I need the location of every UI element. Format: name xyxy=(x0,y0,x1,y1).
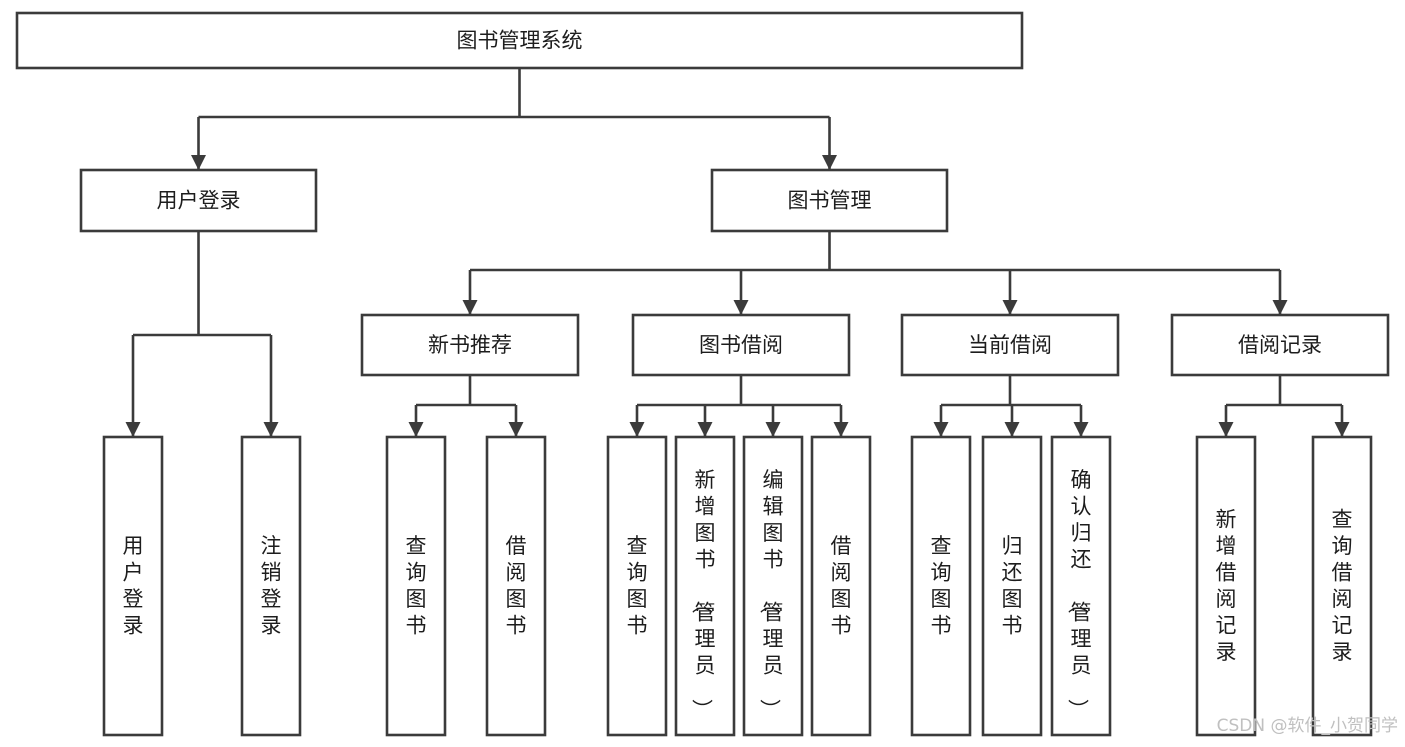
node-box-book-management[interactable] xyxy=(710,168,949,233)
node-edit-book-admin[interactable]: 编辑图书（管理员） xyxy=(742,435,804,737)
arrow-head-icon xyxy=(1334,422,1350,437)
node-root[interactable]: 图书管理系统 xyxy=(15,11,1024,70)
arrow-head-icon xyxy=(408,422,424,437)
node-label-add-borrow-record: 新增借阅记录 xyxy=(1216,508,1237,665)
arrow-head-icon xyxy=(1272,300,1288,315)
arrow-head-icon xyxy=(833,422,849,437)
node-label-current-borrow: 当前借阅 xyxy=(968,333,1052,357)
arrow-head-icon xyxy=(508,422,524,437)
node-box-edit-book-admin[interactable] xyxy=(742,435,804,737)
arrow-head-icon xyxy=(263,422,279,437)
node-label-return-book: 归还图书 xyxy=(1002,534,1023,638)
node-label-query-book-3: 查询图书 xyxy=(931,534,952,638)
node-box-add-book-admin[interactable] xyxy=(674,435,736,737)
arrow-head-icon xyxy=(1218,422,1234,437)
node-label-borrow-book-2: 借阅图书 xyxy=(831,534,852,638)
node-label-query-book-1: 查询图书 xyxy=(406,534,427,638)
arrow-head-icon xyxy=(125,422,141,437)
node-user-logout[interactable]: 注销登录 xyxy=(240,435,302,737)
node-box-user-login-do[interactable] xyxy=(102,435,164,737)
node-box-user-logout[interactable] xyxy=(240,435,302,737)
node-label-user-logout: 注销登录 xyxy=(261,534,282,638)
node-label-query-book-2: 查询图书 xyxy=(627,534,648,638)
node-label-book-management: 图书管理 xyxy=(788,189,872,213)
node-box-return-book[interactable] xyxy=(981,435,1043,737)
nodes-layer: 图书管理系统用户登录图书管理用户登录注销登录新书推荐查询图书借阅图书图书借阅查询… xyxy=(15,11,1390,737)
node-box-confirm-return-admin[interactable] xyxy=(1050,435,1112,737)
node-borrow-book-2[interactable]: 借阅图书 xyxy=(810,435,872,737)
arrow-head-icon xyxy=(1004,422,1020,437)
arrow-head-icon xyxy=(629,422,645,437)
node-query-borrow-record[interactable]: 查询借阅记录 xyxy=(1311,435,1373,737)
node-add-book-admin[interactable]: 新增图书（管理员） xyxy=(674,435,736,737)
node-label-query-borrow-record: 查询借阅记录 xyxy=(1332,508,1353,665)
arrow-head-icon xyxy=(191,155,206,170)
node-add-borrow-record[interactable]: 新增借阅记录 xyxy=(1195,435,1257,737)
node-label-borrow-record: 借阅记录 xyxy=(1238,333,1322,357)
arrow-head-icon xyxy=(697,422,713,437)
node-box-book-borrow[interactable] xyxy=(631,313,851,377)
arrow-head-icon xyxy=(933,422,949,437)
node-box-query-book-3[interactable] xyxy=(910,435,972,737)
node-user-login[interactable]: 用户登录 xyxy=(79,168,318,233)
node-borrow-record[interactable]: 借阅记录 xyxy=(1170,313,1390,377)
node-label-user-login: 用户登录 xyxy=(157,189,241,213)
node-return-book[interactable]: 归还图书 xyxy=(981,435,1043,737)
node-box-query-book-2[interactable] xyxy=(606,435,668,737)
node-book-borrow[interactable]: 图书借阅 xyxy=(631,313,851,377)
node-label-book-borrow: 图书借阅 xyxy=(699,333,783,357)
node-label-confirm-return-admin: 确认归还（管理员） xyxy=(1066,468,1092,720)
node-box-add-borrow-record[interactable] xyxy=(1195,435,1257,737)
arrow-head-icon xyxy=(733,300,749,315)
node-box-borrow-record[interactable] xyxy=(1170,313,1390,377)
node-box-query-borrow-record[interactable] xyxy=(1311,435,1373,737)
node-book-management[interactable]: 图书管理 xyxy=(710,168,949,233)
node-query-book-3[interactable]: 查询图书 xyxy=(910,435,972,737)
node-box-borrow-book-1[interactable] xyxy=(485,435,547,737)
node-label-borrow-book-1: 借阅图书 xyxy=(506,534,527,638)
arrow-head-icon xyxy=(1002,300,1018,315)
node-label-root: 图书管理系统 xyxy=(457,29,583,53)
node-borrow-book-1[interactable]: 借阅图书 xyxy=(485,435,547,737)
node-user-login-do[interactable]: 用户登录 xyxy=(102,435,164,737)
arrow-head-icon xyxy=(462,300,478,315)
connectors-layer xyxy=(125,68,1350,437)
node-label-edit-book-admin: 编辑图书（管理员） xyxy=(758,468,784,720)
node-label-user-login-do: 用户登录 xyxy=(123,534,144,638)
node-query-book-1[interactable]: 查询图书 xyxy=(385,435,447,737)
node-query-book-2[interactable]: 查询图书 xyxy=(606,435,668,737)
node-box-user-login[interactable] xyxy=(79,168,318,233)
node-current-borrow[interactable]: 当前借阅 xyxy=(900,313,1120,377)
arrow-head-icon xyxy=(765,422,781,437)
node-box-root[interactable] xyxy=(15,11,1024,70)
node-box-query-book-1[interactable] xyxy=(385,435,447,737)
arrow-head-icon xyxy=(822,155,837,170)
csdn-watermark: CSDN @软件_小贺同学 xyxy=(1217,716,1398,736)
node-new-book-recommend[interactable]: 新书推荐 xyxy=(360,313,580,377)
node-label-add-book-admin: 新增图书（管理员） xyxy=(690,468,716,720)
arrow-head-icon xyxy=(1073,422,1089,437)
node-box-new-book-recommend[interactable] xyxy=(360,313,580,377)
node-box-current-borrow[interactable] xyxy=(900,313,1120,377)
node-box-borrow-book-2[interactable] xyxy=(810,435,872,737)
node-label-new-book-recommend: 新书推荐 xyxy=(428,333,512,357)
node-confirm-return-admin[interactable]: 确认归还（管理员） xyxy=(1050,435,1112,737)
